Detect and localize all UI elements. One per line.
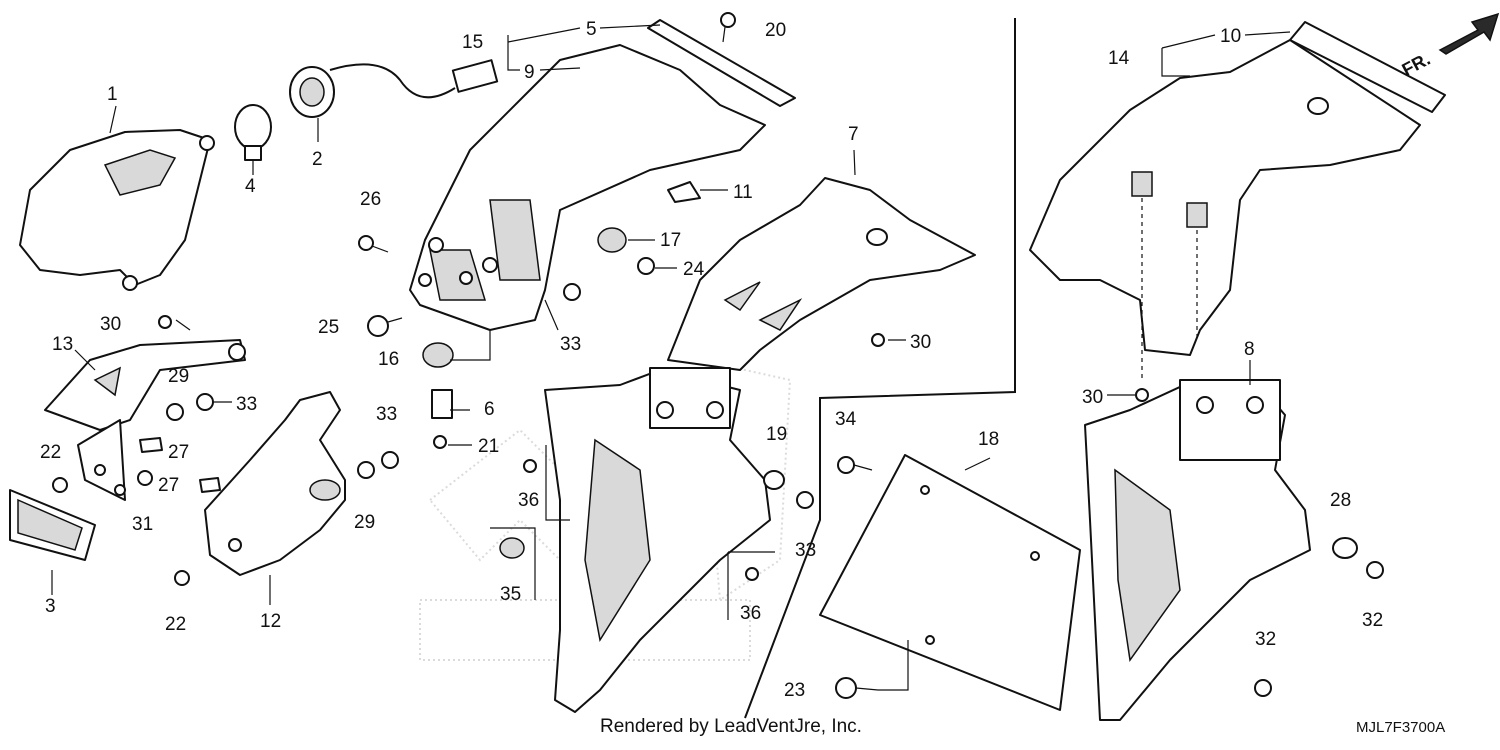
callout-24: 24: [683, 259, 705, 280]
bulb: [234, 104, 272, 175]
callout-4: 4: [245, 176, 256, 197]
callout-19: 19: [766, 424, 787, 445]
callout-33d: 33: [795, 540, 816, 561]
license-light-cover: [204, 391, 346, 605]
license-plate: [819, 454, 1081, 711]
bulb-socket-cord: [289, 59, 499, 142]
callout-10: 10: [1220, 26, 1241, 47]
callout-25: 25: [318, 317, 339, 338]
inner-fender: [667, 177, 976, 371]
callout-11: 11: [733, 182, 753, 203]
callout-29b: 29: [354, 512, 375, 533]
leader-lines: [74, 24, 1291, 691]
callout-13: 13: [52, 334, 73, 355]
callout-27b: 27: [158, 475, 179, 496]
callout-36b: 36: [740, 603, 761, 624]
section-divider: [744, 18, 1016, 719]
callout-35: 35: [500, 584, 521, 605]
callout-20: 20: [765, 20, 786, 41]
callout-5: 5: [586, 19, 597, 40]
callout-8: 8: [1244, 339, 1255, 360]
callout-29a: 29: [168, 366, 189, 387]
callout-34: 34: [835, 409, 857, 430]
callout-33c: 33: [560, 334, 581, 355]
callout-30a: 30: [100, 314, 121, 335]
callout-16: 16: [378, 349, 399, 370]
callout-2: 2: [312, 149, 323, 170]
rear-fender-right: [1084, 379, 1311, 721]
tail-light-housing: [19, 105, 215, 291]
callout-14: 14: [1108, 48, 1130, 69]
callout-31: 31: [132, 514, 153, 535]
callout-9: 9: [524, 62, 535, 83]
callout-32b: 32: [1255, 629, 1276, 650]
callout-30c: 30: [1082, 387, 1103, 408]
upper-fender-assembly: [1029, 39, 1421, 380]
callout-numbers: 1 2 3 4 5 6 7 8 9 10 11 12 13 14 15 16 1…: [40, 19, 1383, 701]
callout-21: 21: [478, 436, 499, 457]
foam-strip-10: [1289, 21, 1446, 113]
callout-27a: 27: [168, 442, 189, 463]
callout-17: 17: [660, 230, 681, 251]
front-arrow-icon: [1438, 12, 1500, 55]
diagram-code: MJL7F3700A: [1356, 719, 1445, 736]
callout-26: 26: [360, 189, 381, 210]
callout-33b: 33: [376, 404, 397, 425]
front-direction-indicator: FR.: [1399, 12, 1500, 80]
callout-30b: 30: [910, 332, 931, 353]
callout-28: 28: [1330, 490, 1351, 511]
callout-33a: 33: [236, 394, 257, 415]
callout-18: 18: [978, 429, 999, 450]
callout-6: 6: [484, 399, 495, 420]
callout-3: 3: [45, 596, 56, 617]
callout-7: 7: [848, 124, 859, 145]
callout-22a: 22: [40, 442, 61, 463]
callout-32a: 32: [1362, 610, 1383, 631]
callout-23: 23: [784, 680, 805, 701]
credit-text: Rendered by LeadVentJre, Inc.: [600, 716, 862, 737]
rear-fender-bracket: [409, 44, 766, 331]
callout-22b: 22: [165, 614, 186, 635]
callout-15: 15: [462, 32, 483, 53]
callout-12: 12: [260, 611, 281, 632]
reflector: [9, 489, 96, 595]
callout-36a: 36: [518, 490, 539, 511]
foam-strip-5: [647, 19, 796, 107]
fasteners: [52, 12, 1384, 699]
callout-1: 1: [107, 84, 118, 105]
reflector-bracket: [44, 339, 246, 501]
rear-fender-left: [544, 367, 771, 713]
